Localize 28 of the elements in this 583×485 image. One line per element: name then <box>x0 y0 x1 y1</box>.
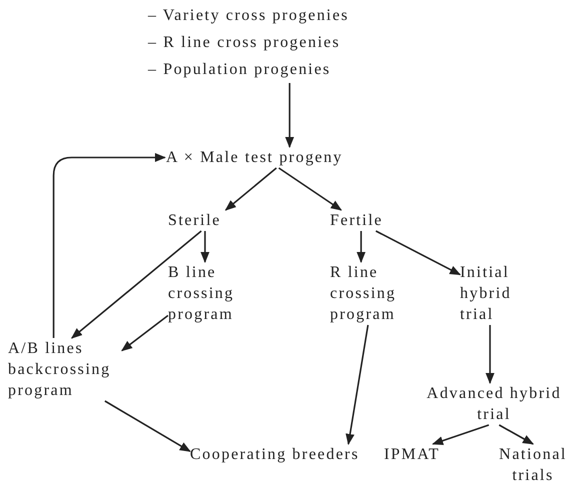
trial-label: National trials <box>498 445 568 485</box>
arrow <box>70 230 202 339</box>
trial-label: IPMAT <box>384 445 442 465</box>
arrow <box>498 424 534 445</box>
list-item: – Population progenies <box>148 60 332 80</box>
arrow <box>346 324 369 446</box>
program-label: B line crossing program <box>168 263 236 325</box>
list-item: – Variety cross progenies <box>148 6 350 26</box>
arrow <box>356 231 366 264</box>
list-item: – R line cross progenies <box>148 33 342 53</box>
outcome-label: Sterile <box>168 211 222 231</box>
arrow <box>376 230 461 276</box>
destination-label: Cooperating breeders <box>190 445 360 465</box>
arrow <box>432 424 490 445</box>
process-label: A × Male test progeny <box>166 148 344 168</box>
arrow <box>104 400 191 452</box>
program-label: A/B lines backcrossing program <box>8 339 112 401</box>
trial-label: Initial hybrid trial <box>460 263 512 325</box>
arrow <box>224 167 277 211</box>
trial-label: Advanced hybrid trial <box>426 384 562 425</box>
arrow <box>121 314 168 352</box>
arrow <box>486 325 494 384</box>
arrow <box>278 167 342 211</box>
arrow <box>285 83 294 148</box>
arrow <box>200 231 210 264</box>
outcome-label: Fertile <box>330 211 384 231</box>
arrow <box>52 153 166 338</box>
program-label: R line crossing program <box>330 263 398 325</box>
